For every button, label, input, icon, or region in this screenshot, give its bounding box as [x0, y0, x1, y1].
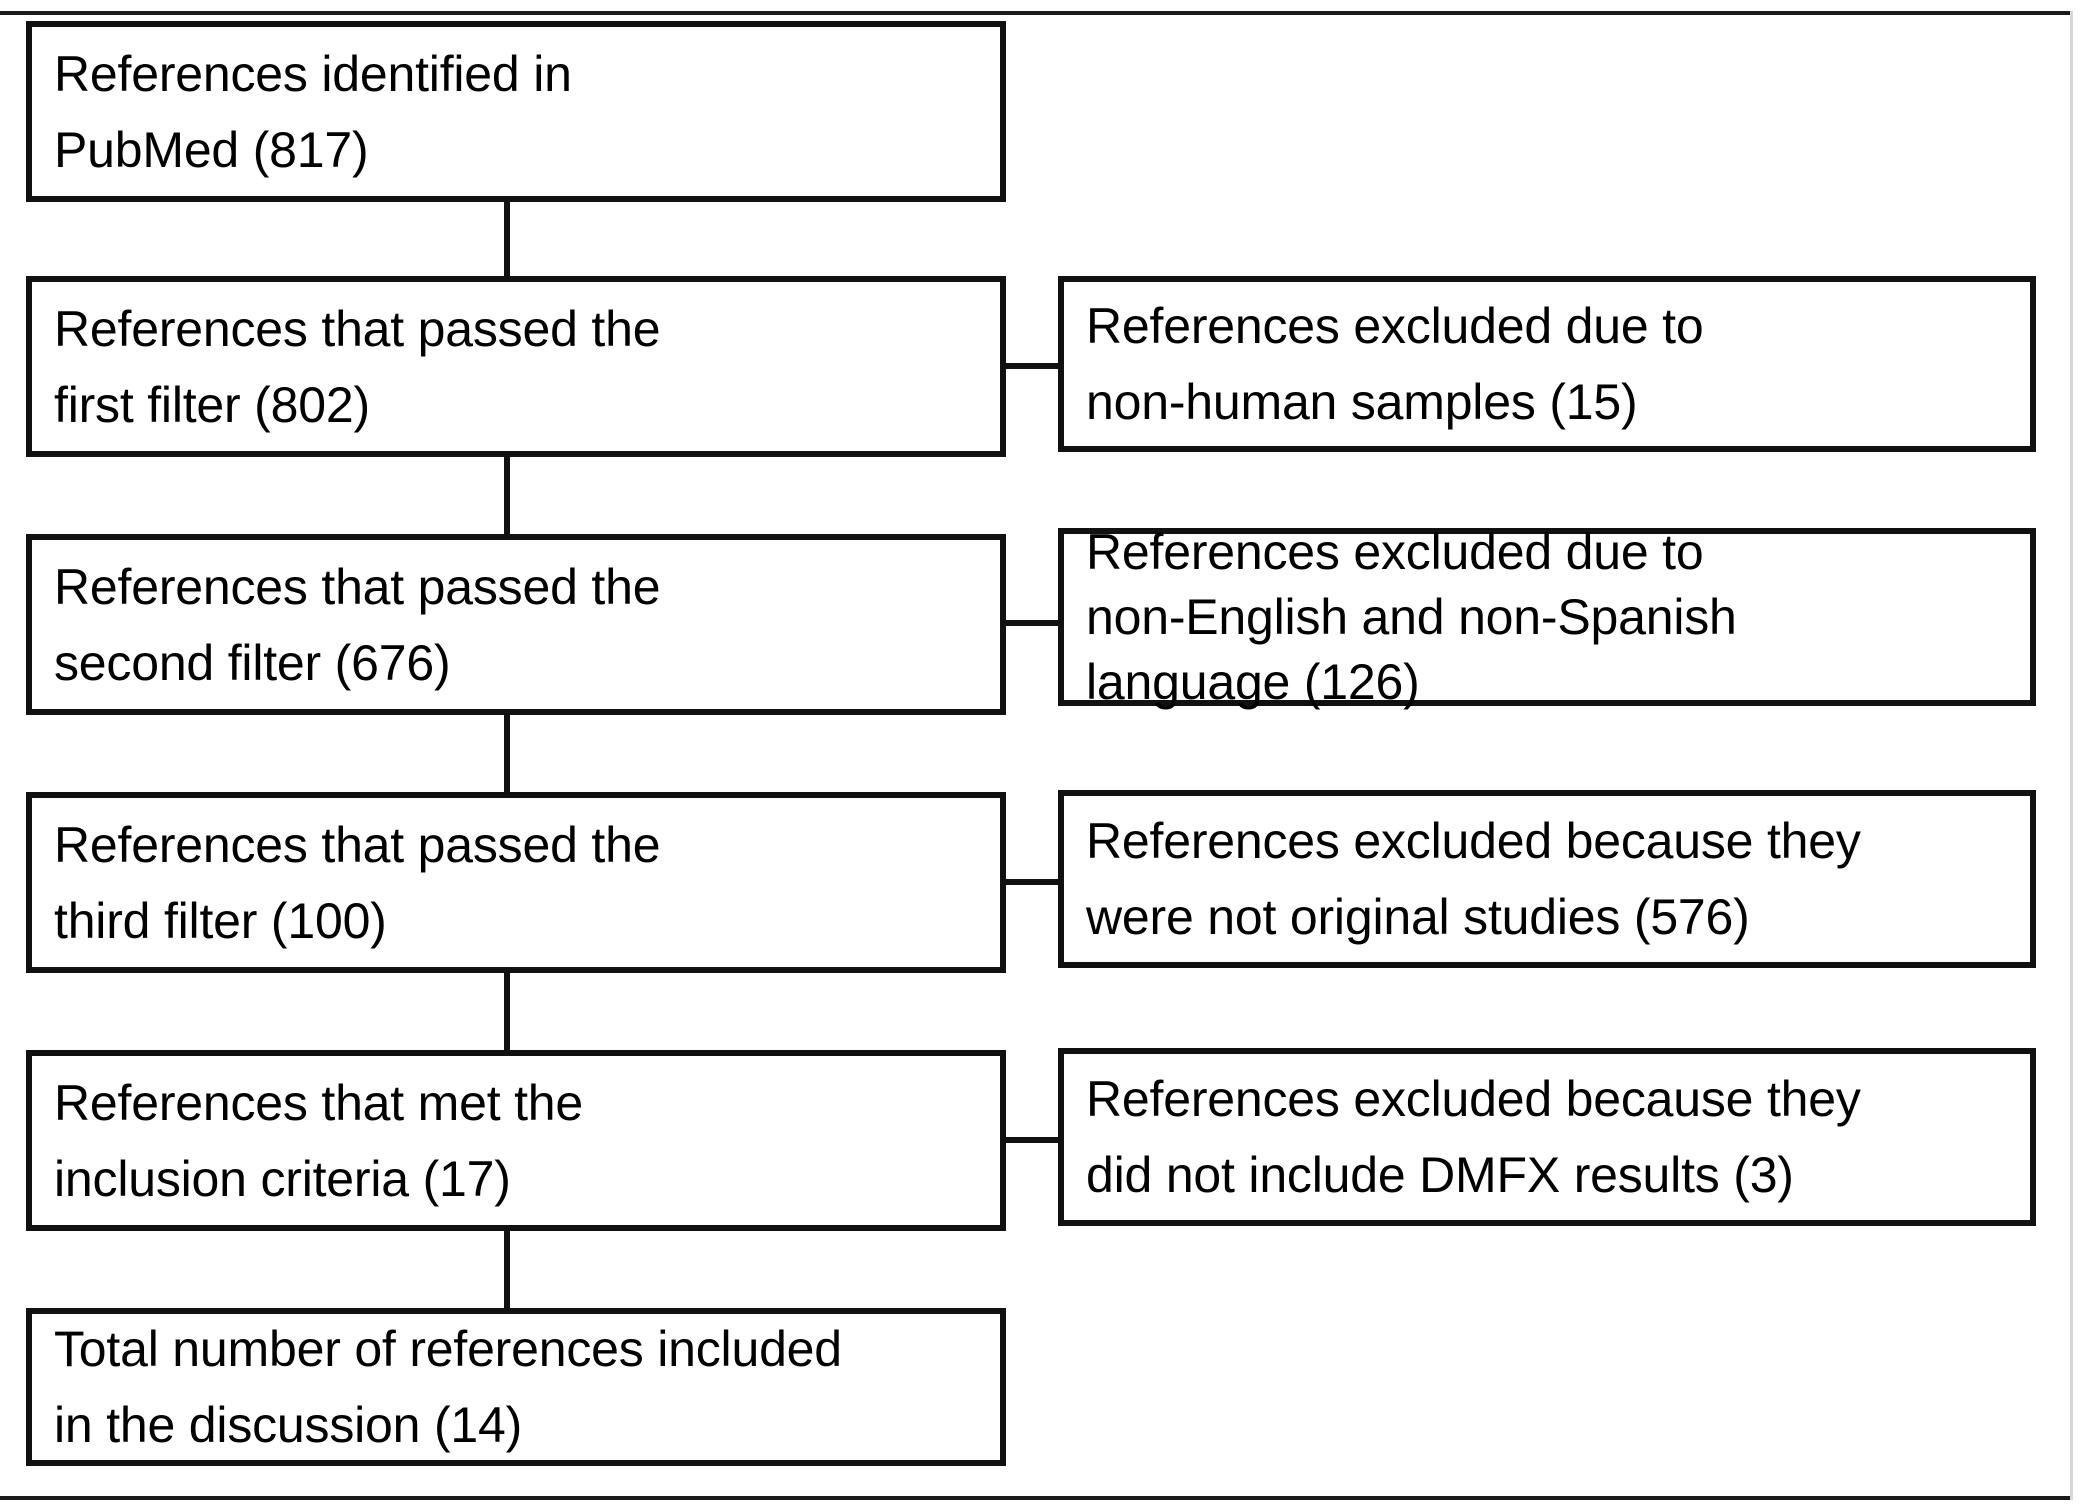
flow-box-third-filter[interactable]: References that passed the third filter … — [26, 792, 1006, 973]
flow-box-inclusion-criteria-line-2: inclusion criteria (17) — [54, 1150, 511, 1207]
flow-box-excluded-non-human[interactable]: References excluded due to non-human sam… — [1058, 276, 2036, 452]
flow-box-first-filter-line-1: References that passed the — [54, 300, 661, 357]
figure-bottom-rule — [0, 1496, 2070, 1500]
flow-box-first-filter[interactable]: References that passed the first filter … — [26, 276, 1006, 457]
flow-box-excluded-not-original[interactable]: References excluded because they were no… — [1058, 790, 2036, 968]
flow-box-total-included[interactable]: Total number of references included in t… — [26, 1308, 1006, 1466]
flow-box-excluded-no-dmfx-line-2: did not include DMFX results (3) — [1086, 1147, 1794, 1203]
flow-box-third-filter-line-2: third filter (100) — [54, 892, 387, 949]
connector-inclusion-to-total — [504, 1230, 510, 1308]
connector-branch-not-original — [1000, 879, 1062, 885]
flow-box-excluded-no-dmfx-line-1: References excluded because they — [1086, 1071, 1861, 1127]
connector-second-to-third-filter — [504, 714, 510, 792]
flow-box-third-filter-line-1: References that passed the — [54, 816, 661, 873]
connector-identified-to-first-filter — [504, 200, 510, 276]
flow-box-second-filter[interactable]: References that passed the second filter… — [26, 534, 1006, 715]
flow-box-identified-line-1: References identified in — [54, 45, 572, 102]
flow-box-identified[interactable]: References identified in PubMed (817) — [26, 21, 1006, 202]
flow-box-excluded-language-line-2: non-English and non-Spanish — [1086, 588, 1737, 645]
connector-branch-no-dmfx — [1000, 1137, 1062, 1143]
flow-box-excluded-no-dmfx[interactable]: References excluded because they did not… — [1058, 1048, 2036, 1226]
flow-box-second-filter-line-2: second filter (676) — [54, 634, 451, 691]
flow-box-inclusion-criteria-line-1: References that met the — [54, 1074, 584, 1131]
connector-branch-language — [1000, 620, 1062, 626]
connector-branch-non-human — [1000, 363, 1062, 369]
flow-box-total-included-line-1: Total number of references included — [54, 1321, 842, 1377]
flow-box-inclusion-criteria[interactable]: References that met the inclusion criter… — [26, 1050, 1006, 1231]
flow-box-identified-line-2: PubMed (817) — [54, 121, 369, 178]
flow-box-excluded-language[interactable]: References excluded due to non-English a… — [1058, 524, 2036, 710]
flow-box-excluded-not-original-line-2: were not original studies (576) — [1086, 889, 1750, 945]
flow-box-excluded-non-human-line-2: non-human samples (15) — [1086, 374, 1638, 430]
flow-box-excluded-language-line-1: References excluded due to — [1086, 523, 1704, 580]
flow-box-first-filter-line-2: first filter (802) — [54, 376, 370, 433]
flow-box-total-included-line-2: in the discussion (14) — [54, 1397, 523, 1453]
connector-first-to-second-filter — [504, 456, 510, 534]
figure-right-rule — [2070, 11, 2073, 1500]
connector-third-filter-to-inclusion — [504, 972, 510, 1050]
flow-box-second-filter-line-1: References that passed the — [54, 558, 661, 615]
figure-top-rule — [0, 11, 2070, 15]
flow-box-excluded-not-original-line-1: References excluded because they — [1086, 813, 1861, 869]
flow-box-excluded-non-human-line-1: References excluded due to — [1086, 298, 1704, 354]
flow-box-excluded-language-line-3: language (126) — [1086, 653, 1420, 710]
